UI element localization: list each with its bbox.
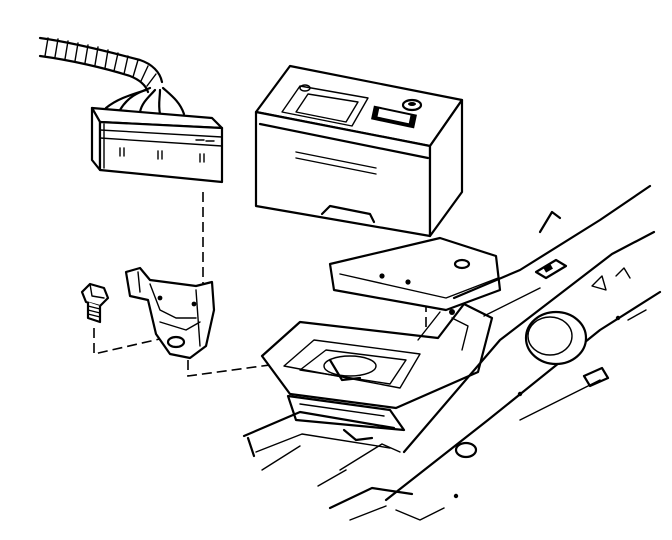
bolt	[80, 282, 110, 324]
frame-rail	[242, 184, 662, 521]
wiring-harness	[38, 36, 186, 116]
battery	[254, 64, 464, 238]
mounting-bracket	[124, 266, 216, 360]
battery-tray	[260, 236, 502, 442]
leader-bracket-to-tray	[187, 360, 293, 377]
leader-bolt-to-bracket	[93, 328, 165, 356]
fuse-relay-block	[90, 106, 224, 184]
